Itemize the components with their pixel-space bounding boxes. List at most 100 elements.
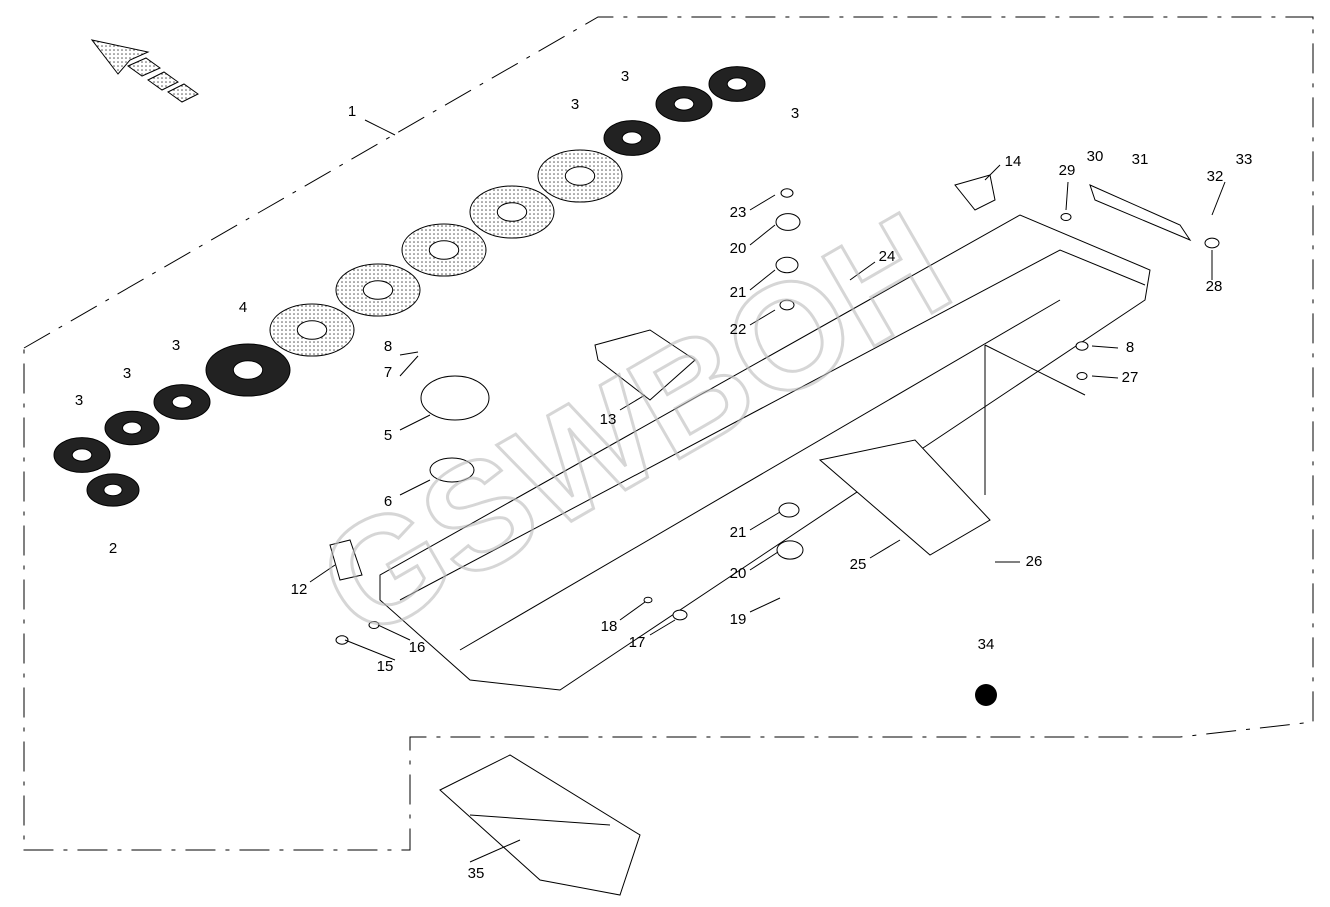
small-part [1060,213,1072,221]
callout-20[interactable]: 20 [730,565,747,582]
gear-hub [296,320,328,340]
leader-line [869,539,901,559]
callout-17[interactable]: 17 [629,634,646,651]
gear-hub [496,202,528,222]
callout-25[interactable]: 25 [850,556,867,573]
callout-24[interactable]: 24 [879,248,896,265]
gear-hub [171,395,193,409]
callout-27[interactable]: 27 [1122,369,1139,386]
gear-hub [362,280,394,300]
callout-14[interactable]: 14 [1005,153,1022,170]
callout-8[interactable]: 8 [1126,339,1134,356]
small-part [672,609,688,621]
leader-line [399,479,431,496]
gear-hub [103,483,123,497]
callout-32[interactable]: 32 [1207,168,1224,185]
cutter-bar-frame [379,214,1151,896]
small-part [775,213,801,231]
callout-7[interactable]: 7 [384,364,392,381]
gear-hub [428,240,460,260]
gear-hub [621,131,643,145]
small-part [780,188,794,198]
callout-21[interactable]: 21 [730,284,747,301]
callout-31[interactable]: 31 [1132,151,1149,168]
leader-line [749,511,781,531]
small-part [643,596,653,604]
leader-line [399,351,419,356]
leader-line [649,619,676,636]
leader-line [984,164,1001,181]
callout-13[interactable]: 13 [600,411,617,428]
strip [1089,184,1192,242]
leader-line [849,261,876,281]
small-part [1075,341,1089,351]
leader-line [1091,345,1119,349]
small-part [1076,372,1088,380]
leader-line [984,344,1086,396]
callout-4[interactable]: 4 [239,299,247,316]
small-part [775,256,799,274]
callout-22[interactable]: 22 [730,321,747,338]
small-part [778,502,800,518]
assembly-boundary [23,16,1314,851]
leader-line [1091,375,1119,379]
gear-hub [564,166,596,186]
leader-line [377,624,411,641]
callout-3[interactable]: 3 [621,68,629,85]
callout-15[interactable]: 15 [377,658,394,675]
small-part [335,635,349,645]
callout-34[interactable]: 34 [978,636,995,653]
callout-12[interactable]: 12 [291,581,308,598]
leader-line [749,224,776,246]
callout-28[interactable]: 28 [1206,278,1223,295]
callout-5[interactable]: 5 [384,427,392,444]
callout-20[interactable]: 20 [730,240,747,257]
gearbox-cover [594,329,696,401]
gear-hub [726,77,748,91]
direction-arrow-icon [90,39,199,103]
leader-line [1065,181,1069,211]
leader-line [749,551,779,571]
gear-hub [673,97,695,111]
callout-3[interactable]: 3 [571,96,579,113]
gear-hub [122,421,142,435]
small-part [779,299,795,311]
leader-line [1211,181,1226,216]
callout-23[interactable]: 23 [730,204,747,221]
small-part [1204,237,1220,249]
callout-3[interactable]: 3 [172,337,180,354]
bearing-housing [420,375,490,421]
callout-3[interactable]: 3 [75,392,83,409]
leader-line [749,597,781,613]
callout-6[interactable]: 6 [384,493,392,510]
callout-21[interactable]: 21 [730,524,747,541]
callout-2[interactable]: 2 [109,540,117,557]
shoe-part [329,539,363,581]
small-part [776,540,804,560]
callout-3[interactable]: 3 [791,105,799,122]
leader-line [469,839,521,863]
gear-hub [232,360,264,380]
callout-8[interactable]: 8 [384,338,392,355]
callout-30[interactable]: 30 [1087,148,1104,165]
grease-point [975,684,997,706]
callout-26[interactable]: 26 [1026,553,1043,570]
leader-line [749,194,776,211]
leader-line [619,394,646,411]
callout-35[interactable]: 35 [468,865,485,882]
leader-line [364,119,396,136]
leader-line [399,414,431,431]
callout-3[interactable]: 3 [123,365,131,382]
callout-1[interactable]: 1 [348,103,356,120]
callout-33[interactable]: 33 [1236,151,1253,168]
leader-line [619,601,646,621]
leader-line [749,269,776,291]
callout-18[interactable]: 18 [601,618,618,635]
callout-29[interactable]: 29 [1059,162,1076,179]
o-ring [429,457,475,483]
callout-19[interactable]: 19 [730,611,747,628]
gear-hub [71,448,93,462]
leader-line [309,564,336,583]
callout-16[interactable]: 16 [409,639,426,656]
